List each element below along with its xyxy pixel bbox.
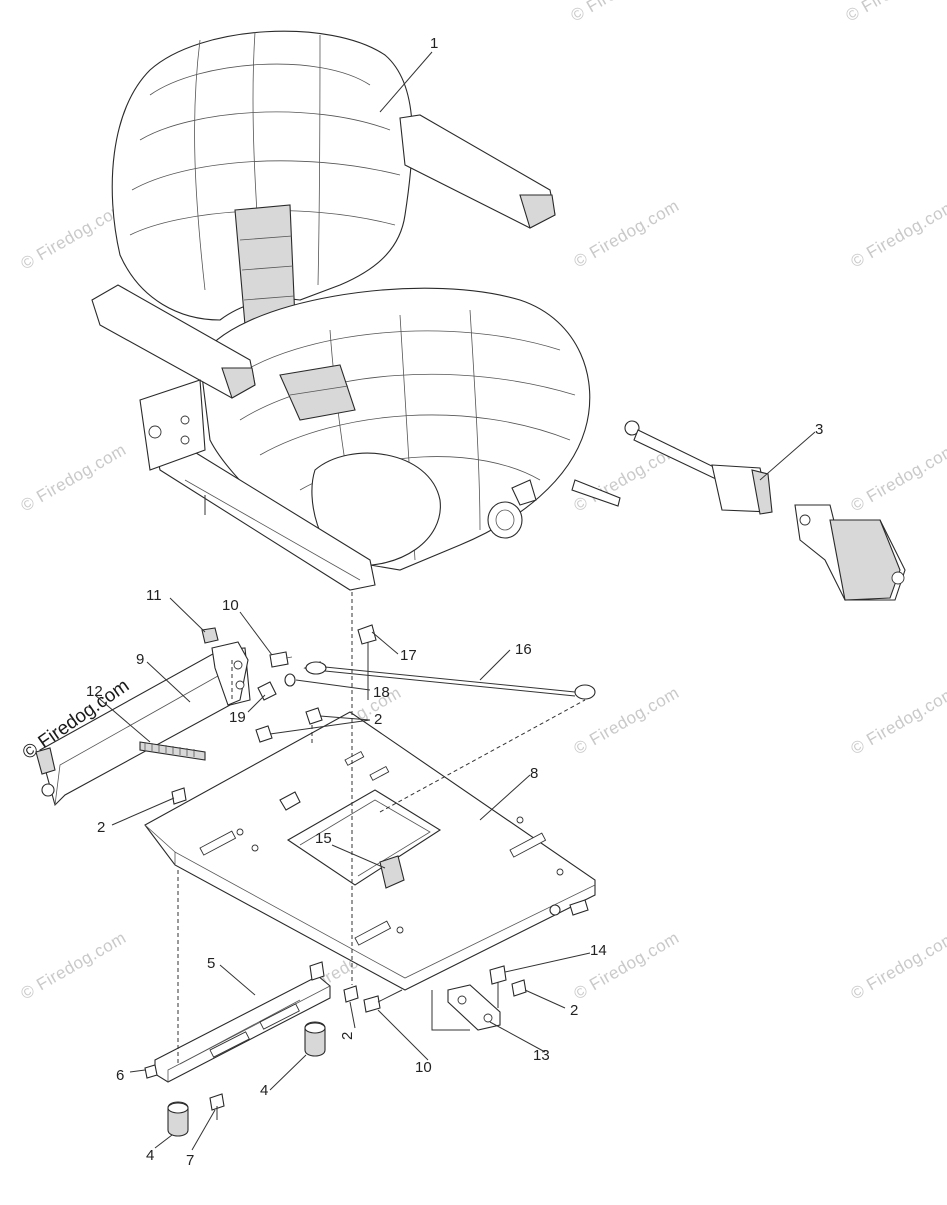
slide-rail [145,962,330,1136]
callout-2: 2 [570,1002,578,1019]
mounting-plate [145,712,595,990]
watermark: © Firedog.com [848,683,947,759]
callout-2: 2 [97,819,105,836]
callout-11: 11 [146,587,162,604]
callout-17: 17 [400,647,417,664]
watermark: © Firedog.com [568,0,680,25]
watermark: © Firedog.com [18,440,130,516]
callout-13: 13 [533,1047,550,1064]
callout-7: 7 [186,1152,194,1169]
callout-2: 2 [374,711,382,728]
callout-8: 8 [530,765,538,782]
callout-4: 4 [146,1147,154,1164]
callout-1: 1 [430,35,438,52]
callout-4: 4 [260,1082,268,1099]
callout-10: 10 [222,597,239,614]
callout-18: 18 [373,684,390,701]
callout-3: 3 [815,421,823,438]
callout-10: 10 [415,1059,432,1076]
watermark: © Firedog.com [843,0,947,25]
callout-12: 12 [86,683,103,700]
seat-assembly [92,31,620,590]
callout-16: 16 [515,641,532,658]
watermark: © Firedog.com [848,196,947,272]
watermark: © Firedog.com [571,196,683,272]
watermark: © Firedog.com [848,928,947,1004]
callout-6: 6 [116,1067,124,1084]
callout-2: 2 [339,1032,356,1040]
callout-9: 9 [136,651,144,668]
callout-19: 19 [229,709,246,726]
callout-5: 5 [207,955,215,972]
watermark: © Firedog.com [571,928,683,1004]
callout-15: 15 [315,830,332,847]
watermark: © Firedog.com [848,440,947,516]
watermark: © Firedog.com [18,928,130,1004]
callout-14: 14 [590,942,607,959]
